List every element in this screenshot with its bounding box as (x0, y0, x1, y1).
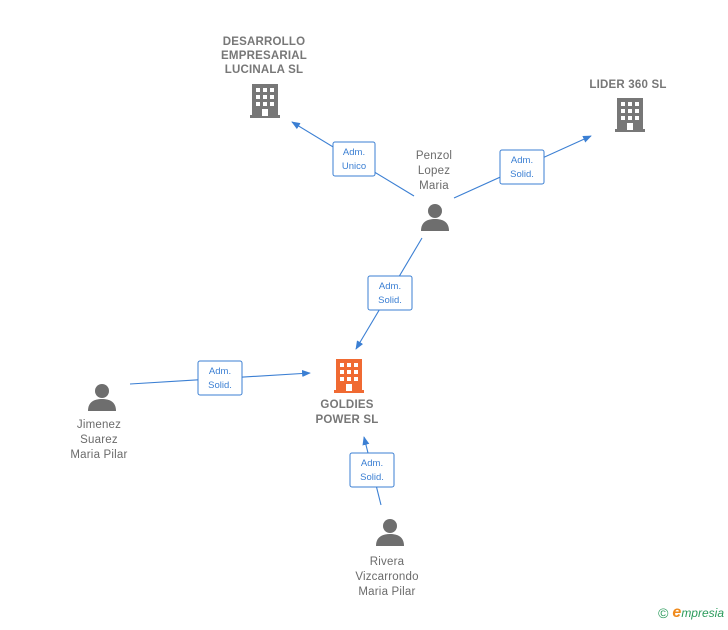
node-penzol[interactable]: Penzol Lopez Maria (416, 150, 452, 231)
person-icon (88, 384, 116, 411)
node-rivera[interactable]: Rivera Vizcarrondo Maria Pilar (355, 519, 418, 598)
edge-label-line2: Solid. (360, 472, 384, 483)
brand-logo[interactable]: empresia (672, 604, 724, 622)
edge-label-line2: Solid. (510, 169, 534, 180)
edge-label-box[interactable]: Adm. Solid. (499, 149, 545, 185)
node-label-line: POWER SL (316, 414, 379, 426)
person-icon (421, 204, 449, 231)
brand-name: mpresia (681, 606, 724, 620)
edge-penzol-desarrollo: Adm. Unico (291, 121, 415, 197)
edge-label-line1: Adm. (361, 458, 383, 469)
building-icon (615, 98, 645, 132)
node-lider[interactable]: LIDER 360 SL (589, 79, 666, 132)
edge-jimenez-goldies: Adm. Solid. (129, 360, 311, 396)
node-label-line: Lopez (418, 165, 450, 177)
node-label-line: Vizcarrondo (355, 571, 418, 583)
person-icon (376, 519, 404, 546)
building-icon (250, 84, 280, 118)
edge-label-box[interactable]: Adm. Solid. (197, 360, 243, 396)
edge-label-line1: Adm. (209, 366, 231, 377)
edge-label-box[interactable]: Adm. Unico (332, 141, 376, 177)
edge-rivera-goldies: Adm. Solid. (349, 436, 395, 506)
node-label-line: Rivera (370, 556, 405, 568)
brand-initial: e (672, 604, 682, 621)
node-label-line: LUCINALA SL (225, 64, 303, 76)
node-label-line: Jimenez (77, 419, 121, 431)
building-icon (334, 359, 364, 393)
node-label-line: LIDER 360 SL (589, 79, 666, 91)
edge-label-line1: Adm. (379, 281, 401, 292)
node-jimenez[interactable]: Jimenez Suarez Maria Pilar (70, 384, 127, 461)
edge-label-line1: Adm. (511, 155, 533, 166)
node-goldies[interactable]: GOLDIES POWER SL (316, 359, 379, 426)
edge-label-line1: Adm. (343, 147, 365, 158)
node-label-line: DESARROLLO (223, 36, 306, 48)
node-label-line: EMPRESARIAL (221, 50, 307, 62)
node-label-line: Maria (419, 180, 449, 192)
node-label-line: Penzol (416, 150, 452, 162)
edge-label-line2: Solid. (208, 380, 232, 391)
copyright-icon: © (658, 605, 669, 621)
edge-label-box[interactable]: Adm. Solid. (349, 452, 395, 488)
edge-penzol-goldies: Adm. Solid. (355, 237, 423, 350)
edge-label-box[interactable]: Adm. Solid. (367, 275, 413, 311)
node-label-line: Suarez (80, 434, 118, 446)
node-label-line: GOLDIES (320, 399, 373, 411)
edge-label-line2: Unico (342, 161, 366, 172)
edge-penzol-lider: Adm. Solid. (453, 135, 592, 199)
node-desarrollo[interactable]: DESARROLLO EMPRESARIAL LUCINALA SL (221, 36, 307, 118)
node-label-line: Maria Pilar (70, 449, 127, 461)
brand-footer: © empresia (658, 604, 724, 622)
edge-label-line2: Solid. (378, 295, 402, 306)
node-label-line: Maria Pilar (358, 586, 415, 598)
